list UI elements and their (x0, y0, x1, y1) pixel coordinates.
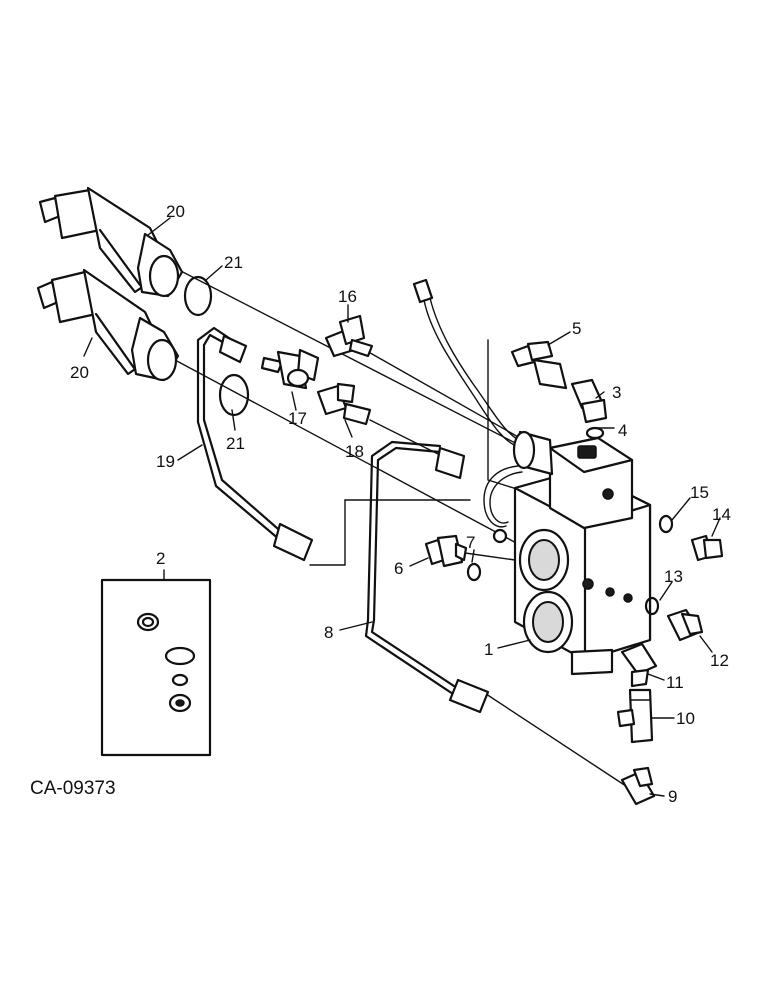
seal-kit-2 (100, 578, 212, 757)
callout-20-lower: 20 (70, 363, 89, 382)
callout-3: 3 (612, 383, 621, 402)
callout-15: 15 (690, 483, 709, 502)
elbow-fitting-11 (620, 642, 658, 688)
tube-8 (364, 440, 490, 714)
solenoid-cable (412, 278, 527, 544)
elbow-fitting-3 (570, 378, 608, 424)
tee-fitting-5 (510, 340, 568, 390)
check-valve-10 (616, 688, 654, 744)
o-ring-4 (585, 426, 605, 440)
callout-5: 5 (572, 319, 581, 338)
o-ring-21-lower (218, 373, 250, 417)
drawing-code: CA-09373 (30, 778, 116, 799)
tee-fitting-18 (316, 382, 372, 426)
o-ring-15 (658, 514, 674, 534)
elbow-fitting-9 (620, 766, 656, 806)
callout-14: 14 (712, 505, 731, 524)
valve-body-1 (512, 430, 652, 676)
callout-10: 10 (676, 709, 695, 728)
relief-valve-cartridge-lower (36, 268, 180, 382)
relief-valve-cartridge-upper (38, 186, 184, 298)
callout-7: 7 (466, 533, 475, 552)
callout-18: 18 (345, 442, 364, 461)
callout-20-upper: 20 (166, 202, 185, 221)
callout-leaders (83, 217, 721, 797)
callout-11: 11 (666, 673, 684, 692)
callout-1: 1 (484, 640, 493, 659)
tee-fitting-16 (324, 314, 374, 358)
assembly-lines (174, 267, 649, 793)
callout-21-lower: 21 (226, 434, 245, 453)
o-ring-21-upper (183, 275, 213, 317)
callout-9: 9 (668, 787, 677, 806)
elbow-fitting-12 (666, 608, 704, 642)
fitting-6 (424, 534, 468, 568)
callout-12: 12 (710, 651, 729, 670)
o-ring-7 (466, 562, 482, 582)
callout-17: 17 (288, 409, 307, 428)
o-ring-13 (644, 596, 660, 616)
callout-13: 13 (664, 567, 683, 586)
callout-2: 2 (156, 549, 165, 568)
tube-19 (196, 326, 314, 562)
callout-6: 6 (394, 559, 403, 578)
callout-19: 19 (156, 452, 175, 471)
callout-8: 8 (324, 623, 333, 642)
callout-4: 4 (618, 421, 627, 440)
plug-14 (690, 534, 724, 562)
callout-16: 16 (338, 287, 357, 306)
tee-fitting-17 (260, 348, 320, 390)
callout-21-upper: 21 (224, 253, 243, 272)
